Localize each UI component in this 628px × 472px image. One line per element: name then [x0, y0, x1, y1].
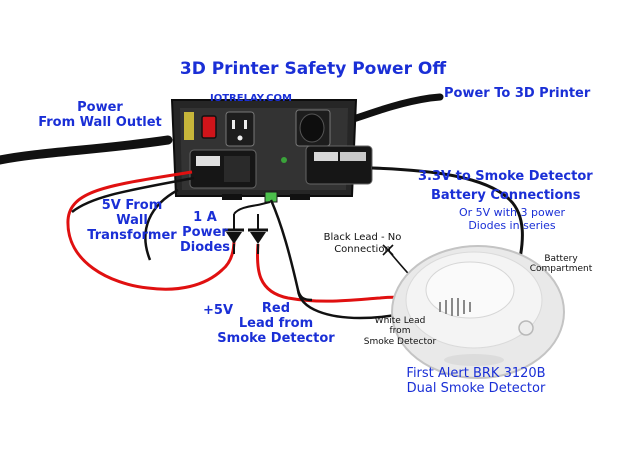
- vent-grille-icon: [439, 298, 471, 316]
- diode-link-wire: [233, 201, 271, 215]
- wall-power-cord: [0, 135, 173, 165]
- red-lead-line: Lead from: [238, 315, 314, 331]
- no-connection-x-icon: [382, 244, 394, 256]
- 5v-from-line: Wall: [116, 212, 148, 228]
- black-lead-label: Black Lead - No Connection: [310, 232, 415, 255]
- black-lead-line: Black Lead - No: [323, 232, 402, 243]
- 5v-from-transformer-label: 5V From Wall Transformer: [82, 198, 182, 244]
- diagram-title: 3D Printer Safety Power Off: [179, 59, 447, 79]
- diode-icon: [248, 214, 268, 254]
- black-lead-line: Connection: [334, 243, 391, 255]
- black-wire-3v3: [371, 166, 524, 269]
- test-button-icon: [518, 320, 534, 336]
- battery-compartment-line: Compartment: [529, 264, 593, 275]
- plus-5v-label: +5V: [203, 303, 233, 318]
- battery-compartment-line: Battery: [544, 254, 578, 264]
- outlet-with-plug-icon: [295, 109, 331, 147]
- black-wire-transformer: [71, 176, 195, 213]
- red-wire-left-loop: [66, 170, 236, 291]
- iot-relay-box: [170, 99, 373, 203]
- 3v3-smoke-label: 3.3V to Smoke Detector: [418, 169, 593, 184]
- power-diodes-label: 1 A Power Diodes: [172, 210, 238, 256]
- smoke-detector-model-label: First Alert BRK 3120B Dual Smoke Detecto…: [390, 366, 562, 397]
- site-label: IOTRELAY.COM: [210, 93, 292, 104]
- black-wire-left-loop: [144, 188, 179, 261]
- 5v-from-line: Transformer: [87, 227, 177, 243]
- red-lead-line: Red: [261, 301, 291, 316]
- power-switch-icon: [201, 115, 217, 139]
- smoke-detector: [391, 245, 565, 379]
- detector-model-line: Dual Smoke Detector: [406, 380, 546, 396]
- 3v3-adapter: [305, 145, 373, 185]
- black-wire-terminal: [269, 199, 313, 302]
- or-5v-note: Or 5V with 3 power Diodes in series: [448, 206, 576, 232]
- power-from-outlet-line: Power: [77, 100, 123, 115]
- white-lead-line: White Lead: [374, 316, 426, 326]
- power-diodes-line: 1 A: [193, 210, 217, 225]
- or-5v-line: Diodes in series: [468, 218, 556, 232]
- detector-model-line: First Alert BRK 3120B: [406, 366, 546, 381]
- white-lead-line: from: [389, 326, 411, 337]
- outlet-icon: [225, 111, 255, 147]
- red-lead-line: Smoke Detector: [217, 330, 335, 346]
- status-led-icon: [281, 157, 287, 163]
- white-lead-line: Smoke Detector: [363, 336, 437, 347]
- or-5v-line: Or 5V with 3 power: [458, 206, 566, 219]
- 5v-from-line: 5V From: [101, 198, 163, 213]
- red-lead-label: Red Lead from Smoke Detector: [216, 301, 336, 347]
- 5v-transformer: [189, 149, 257, 189]
- power-diodes-line: Diodes: [179, 239, 231, 255]
- diode-icon: [224, 214, 244, 254]
- battery-compartment-label: Battery Compartment: [520, 254, 602, 275]
- power-diodes-line: Power: [182, 224, 228, 240]
- white-lead-label: White Lead from Smoke Detector: [350, 316, 450, 347]
- power-from-outlet-label: Power From Wall Outlet: [36, 100, 164, 131]
- battery-connections-label: Battery Connections: [431, 188, 581, 203]
- power-from-outlet-line: From Wall Outlet: [38, 114, 162, 130]
- power-to-printer-label: Power To 3D Printer: [444, 86, 591, 101]
